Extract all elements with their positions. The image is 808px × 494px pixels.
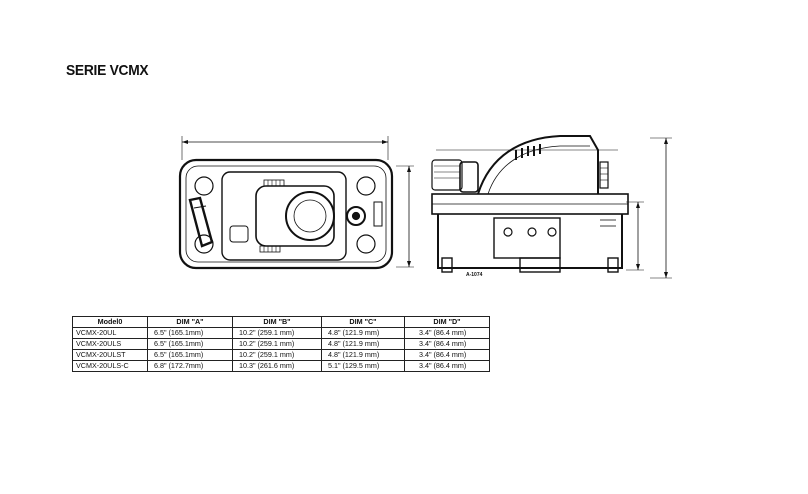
pump-technical-drawing: A-1074 [178, 135, 672, 279]
table-row: VCMX-20ULS-C 6.8" (172.7mm) 10.3" (261.6… [72, 360, 490, 372]
table-cell: VCMX-20ULST [72, 349, 148, 361]
table-cell: 3.4" (86.4 mm) [404, 327, 490, 339]
table-cell: 5.1" (129.5 mm) [321, 360, 405, 372]
table-cell: 10.2" (259.1 mm) [232, 349, 322, 361]
top-view [178, 136, 414, 270]
table-header-row: Model0 DIM "A" DIM "B" DIM "C" DIM "D" [72, 316, 490, 328]
column-header: Model0 [72, 316, 148, 328]
column-header: DIM "C" [321, 316, 405, 328]
table-cell: 3.4" (86.4 mm) [404, 338, 490, 350]
table-cell: 4.8" (121.9 mm) [321, 338, 405, 350]
table-cell: VCMX-20UL [72, 327, 148, 339]
table-cell: 4.8" (121.9 mm) [321, 349, 405, 361]
table-cell: VCMX-20ULS [72, 338, 148, 350]
table-cell: 6.5" (165.1mm) [147, 338, 233, 350]
table-cell: 3.4" (86.4 mm) [404, 349, 490, 361]
table-cell: 6.8" (172.7mm) [147, 360, 233, 372]
column-header: DIM "A" [147, 316, 233, 328]
table-cell: 10.2" (259.1 mm) [232, 327, 322, 339]
table-row: VCMX-20ULS 6.5" (165.1mm) 10.2" (259.1 m… [72, 338, 490, 350]
table-row: VCMX-20UL 6.5" (165.1mm) 10.2" (259.1 mm… [72, 327, 490, 339]
table-row: VCMX-20ULST 6.5" (165.1mm) 10.2" (259.1 … [72, 349, 490, 361]
table-cell: 3.4" (86.4 mm) [404, 360, 490, 372]
table-cell: 10.2" (259.1 mm) [232, 338, 322, 350]
table-cell: VCMX-20ULS-C [72, 360, 148, 372]
table-cell: 10.3" (261.6 mm) [232, 360, 322, 372]
dimensions-table: Model0 DIM "A" DIM "B" DIM "C" DIM "D" V… [72, 316, 490, 372]
table-cell: 6.5" (165.1mm) [147, 327, 233, 339]
side-view [431, 135, 672, 279]
table-cell: 6.5" (165.1mm) [147, 349, 233, 361]
table-cell: 4.8" (121.9 mm) [321, 327, 405, 339]
page-title: SERIE VCMX [66, 62, 149, 79]
column-header: DIM "B" [232, 316, 322, 328]
column-header: DIM "D" [404, 316, 490, 328]
part-code: A-1074 [466, 272, 483, 278]
